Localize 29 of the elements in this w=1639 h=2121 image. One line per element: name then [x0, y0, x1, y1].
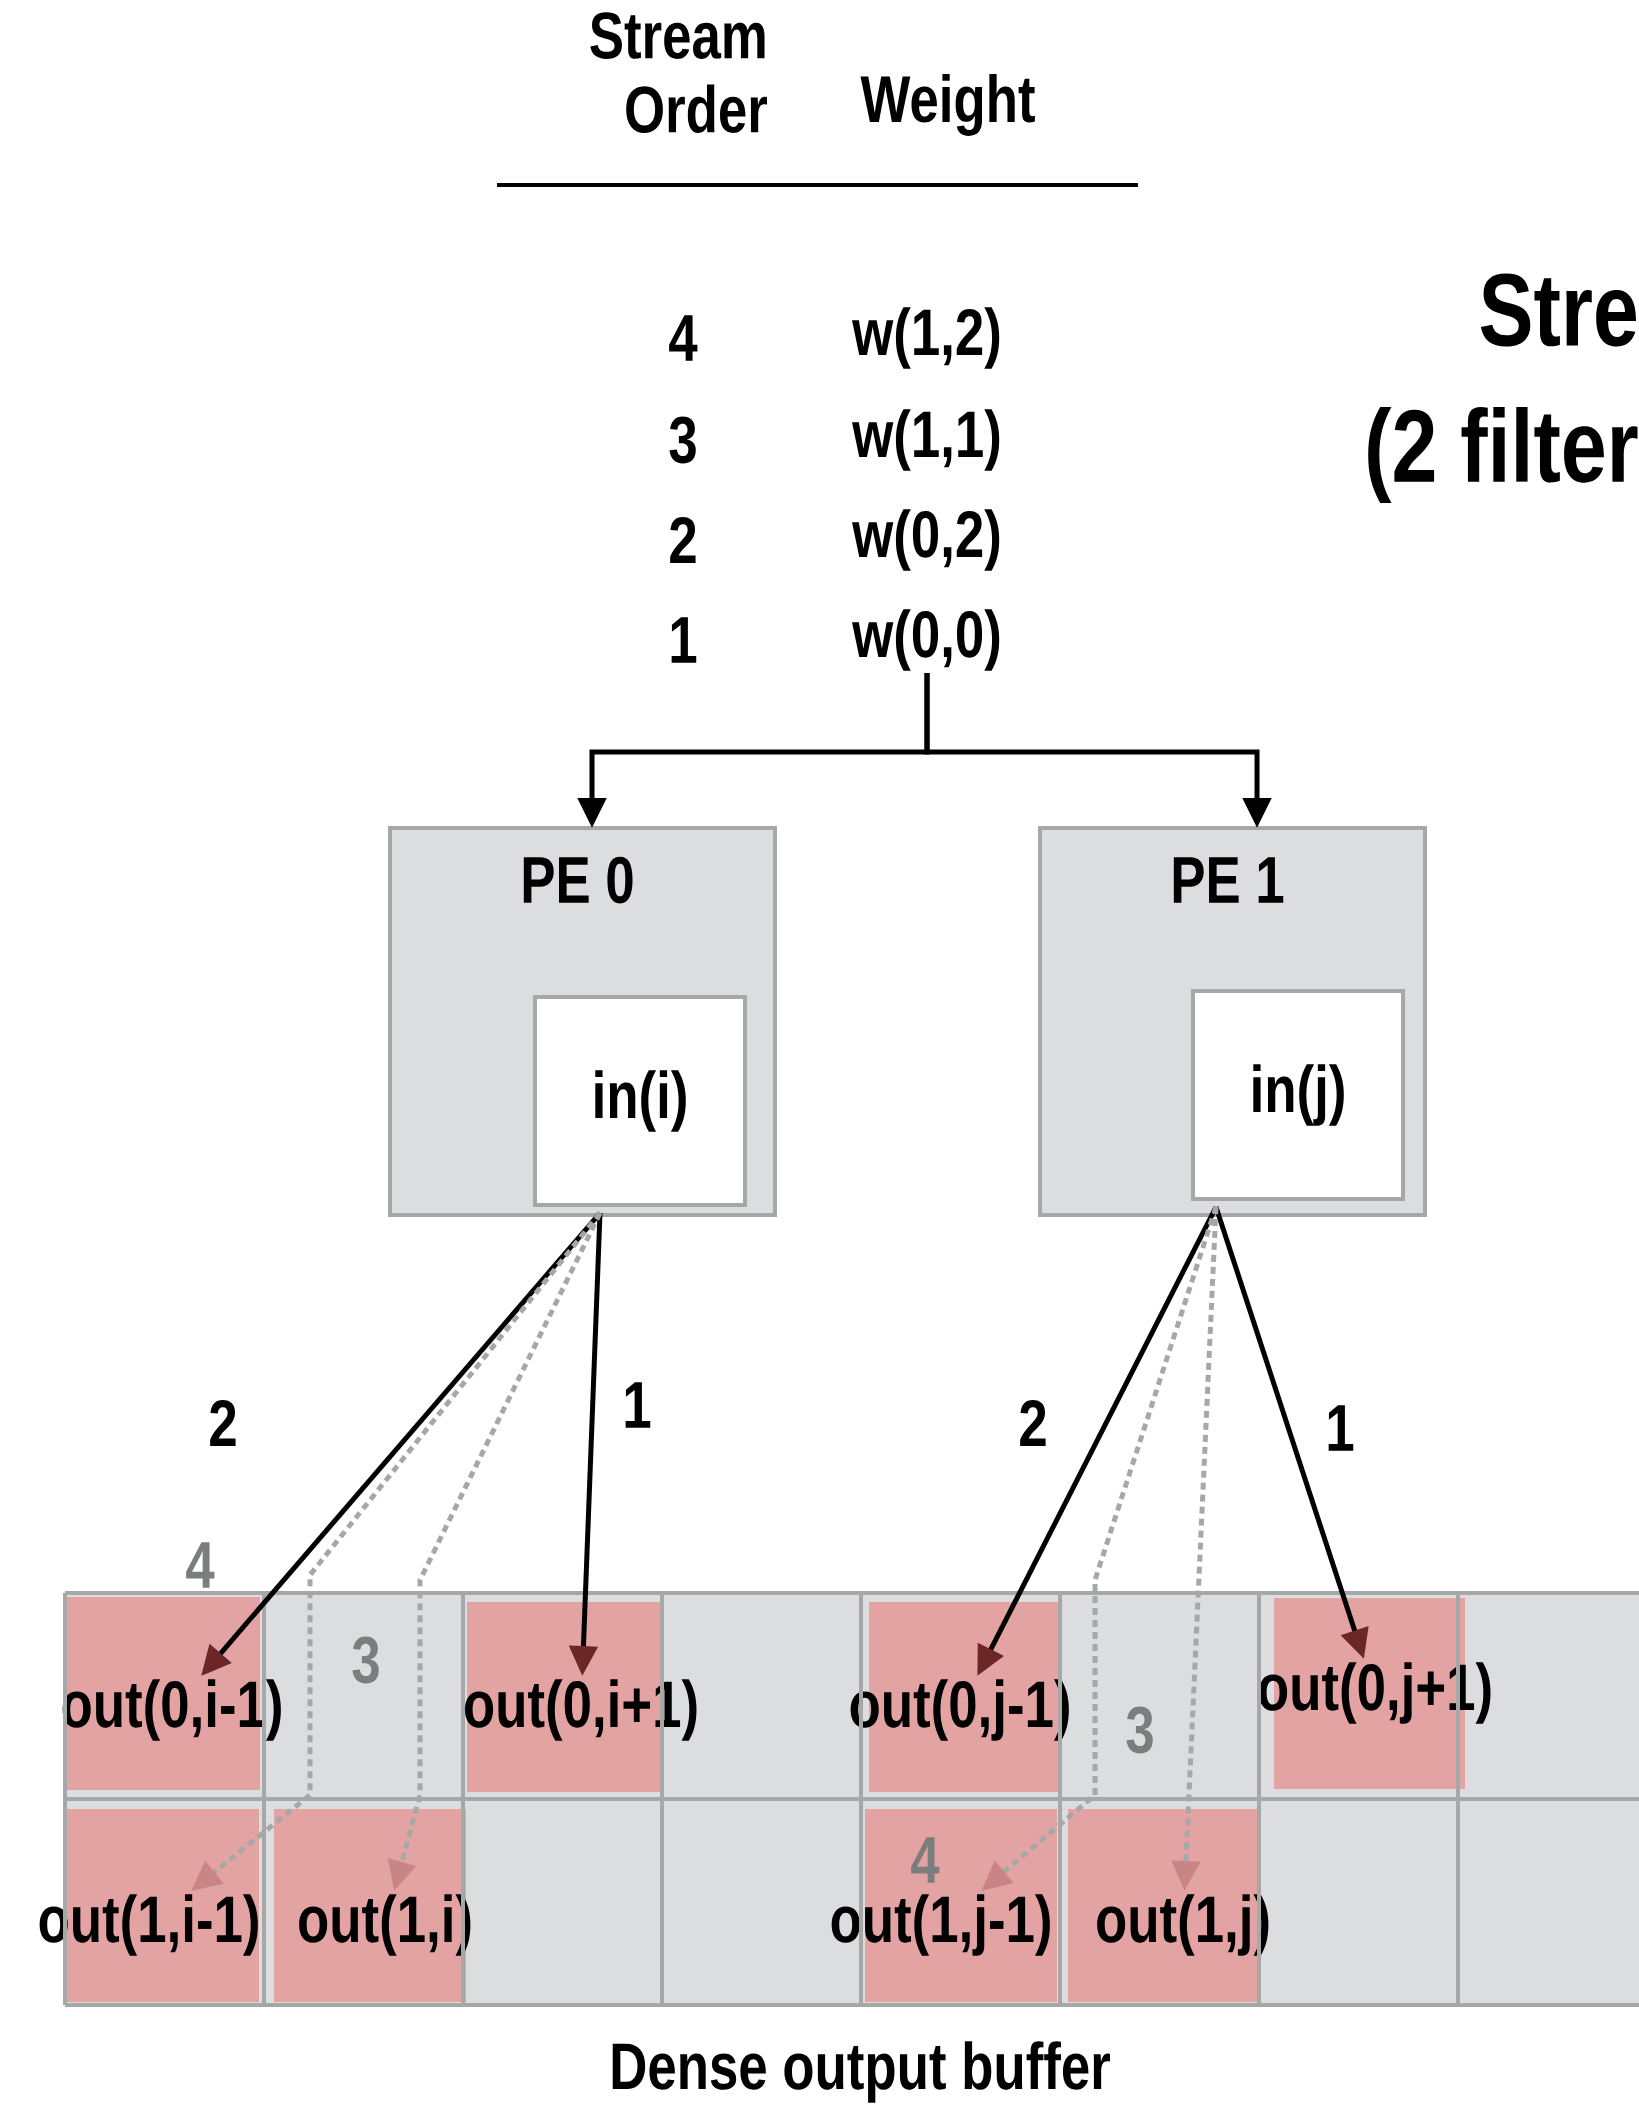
order-number: 2 — [670, 516, 696, 564]
output-cell: out(1,j) — [1068, 1809, 1269, 2003]
weight-label: w(0,2) — [852, 509, 1000, 571]
edge-label: 2 — [210, 1400, 236, 1447]
weight-label: w(1,1) — [852, 409, 1000, 471]
edge-label: 1 — [625, 1382, 651, 1428]
edge-label: 4 — [186, 1542, 215, 1588]
edge-label: 3 — [352, 1636, 379, 1684]
input-box: in(i) — [533, 995, 747, 1207]
column-header: Weight — [860, 74, 1035, 136]
order-number: 1 — [671, 617, 697, 663]
order-number: 4 — [669, 315, 698, 361]
column-header: Stream Order — [590, 12, 767, 133]
output-cell: out(0,j-1) — [850, 1602, 1069, 1792]
heading: (2 filter — [1368, 407, 1638, 503]
output-cell: out(0,j+1) — [1259, 1598, 1491, 1789]
weight-label: w(1,2) — [852, 307, 1000, 369]
heading: Stre — [1480, 273, 1636, 347]
output-cell: out(0,i+1) — [465, 1602, 697, 1792]
input-box: in(j) — [1191, 989, 1405, 1201]
node-label: Dense output buffer — [612, 2041, 1110, 2103]
edge-label: 1 — [1328, 1405, 1354, 1451]
output-cell: out(0,i-1) — [62, 1597, 281, 1790]
edge-label: 4 — [911, 1837, 940, 1883]
weight-label: w(0,0) — [852, 609, 1000, 671]
output-cell: out(1,i-1) — [39, 1809, 259, 2003]
order-number: 3 — [669, 416, 696, 464]
edge-label: 2 — [1020, 1400, 1046, 1447]
edge-label: 3 — [1126, 1706, 1153, 1754]
